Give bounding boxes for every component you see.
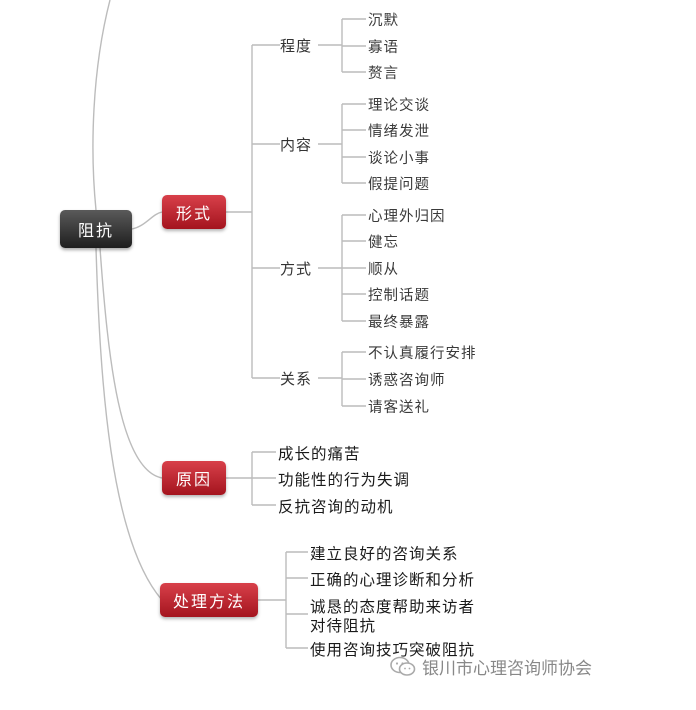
watermark: 银川市心理咨询师协会	[390, 654, 592, 679]
leaf-item: 诚恳的态度帮助来访者	[310, 598, 476, 616]
root-node: 阻抗	[60, 210, 132, 248]
leaf-item: 顺从	[368, 262, 399, 278]
leaf-item: 反抗咨询的动机	[278, 498, 394, 516]
leaf-item: 诱惑咨询师	[368, 373, 446, 389]
leaf-item: 赘言	[368, 66, 399, 82]
leaf-item: 心理外归因	[368, 209, 446, 225]
leaf-item: 成长的痛苦	[278, 445, 361, 463]
leaf-item: 建立良好的咨询关系	[310, 545, 459, 563]
leaf-item: 最终暴露	[368, 315, 430, 331]
leaf-item: 不认真履行安排	[368, 346, 477, 362]
leaf-item: 使用咨询技巧突破阻抗	[310, 641, 476, 659]
wechat-icon	[390, 656, 416, 676]
group-label-content: 内容	[280, 136, 313, 154]
branch-label-form: 形式	[175, 204, 212, 223]
leaf-item: 情绪发泄	[368, 124, 430, 140]
leaf-item: 功能性的行为失调	[278, 471, 411, 489]
branch-node-handling: 处理方法	[160, 583, 258, 617]
leaf-item: 健忘	[368, 235, 399, 251]
branch-node-form: 形式	[162, 195, 226, 229]
branch-node-cause: 原因	[162, 461, 226, 495]
leaf-item: 假提问题	[368, 177, 430, 193]
root-label: 阻抗	[77, 221, 114, 240]
group-label-relation: 关系	[280, 370, 313, 388]
leaf-item: 谈论小事	[368, 151, 430, 167]
leaf-item: 正确的心理诊断和分析	[310, 571, 476, 589]
leaf-item: 请客送礼	[368, 400, 430, 416]
group-label-degree: 程度	[280, 37, 313, 55]
branch-label-cause: 原因	[175, 470, 212, 489]
leaf-item: 控制话题	[368, 288, 430, 304]
branch-label-handling: 处理方法	[172, 592, 245, 611]
leaf-item: 对待阻抗	[310, 617, 377, 635]
watermark-text: 银川市心理咨询师协会	[422, 659, 592, 679]
leaf-item: 寡语	[368, 40, 399, 56]
group-label-manner: 方式	[280, 260, 313, 278]
leaf-item: 沉默	[368, 13, 399, 29]
leaf-item: 理论交谈	[368, 98, 430, 114]
